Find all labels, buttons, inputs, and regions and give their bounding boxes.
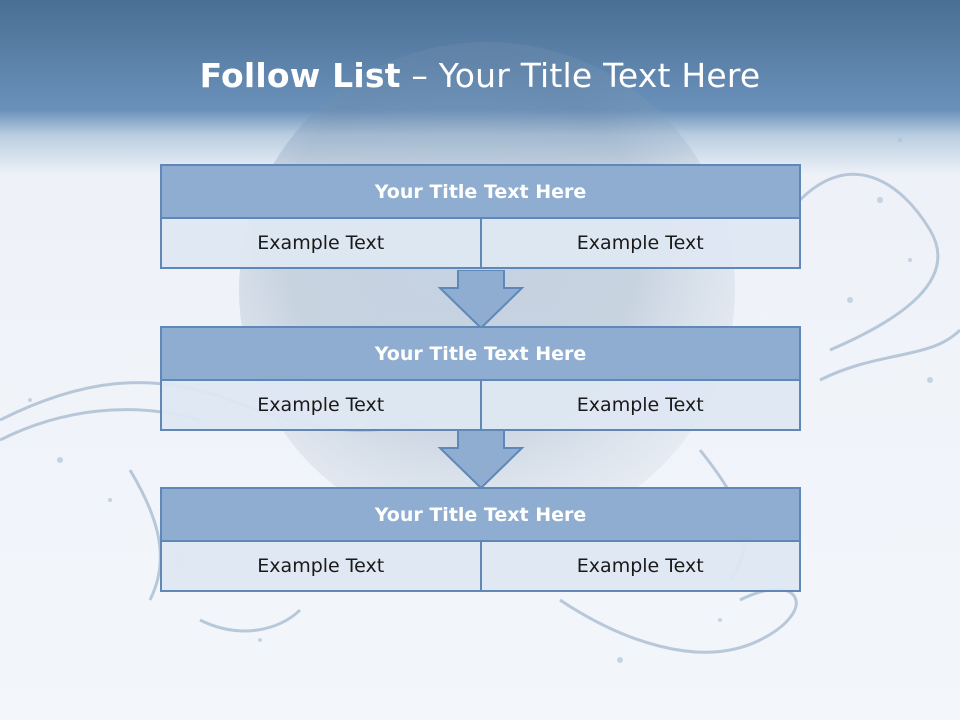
list-block-1: Your Title Text Here Example Text Exampl…	[160, 164, 801, 269]
block-row: Example Text Example Text	[160, 381, 801, 431]
block-title: Your Title Text Here	[160, 164, 801, 219]
block-title: Your Title Text Here	[160, 487, 801, 542]
block-cell-right: Example Text	[479, 542, 801, 592]
block-cell-left: Example Text	[160, 219, 482, 269]
down-arrow-icon	[437, 430, 525, 490]
block-row: Example Text Example Text	[160, 542, 801, 592]
slide-title: Follow List – Your Title Text Here	[0, 56, 960, 95]
slide-title-rest: – Your Title Text Here	[400, 56, 761, 95]
block-title: Your Title Text Here	[160, 326, 801, 381]
list-block-3: Your Title Text Here Example Text Exampl…	[160, 487, 801, 592]
list-block-2: Your Title Text Here Example Text Exampl…	[160, 326, 801, 431]
block-cell-left: Example Text	[160, 542, 482, 592]
block-cell-right: Example Text	[479, 219, 801, 269]
block-cell-right: Example Text	[479, 381, 801, 431]
block-cell-left: Example Text	[160, 381, 482, 431]
block-row: Example Text Example Text	[160, 219, 801, 269]
slide-title-bold: Follow List	[199, 56, 401, 95]
down-arrow-icon	[437, 270, 525, 330]
